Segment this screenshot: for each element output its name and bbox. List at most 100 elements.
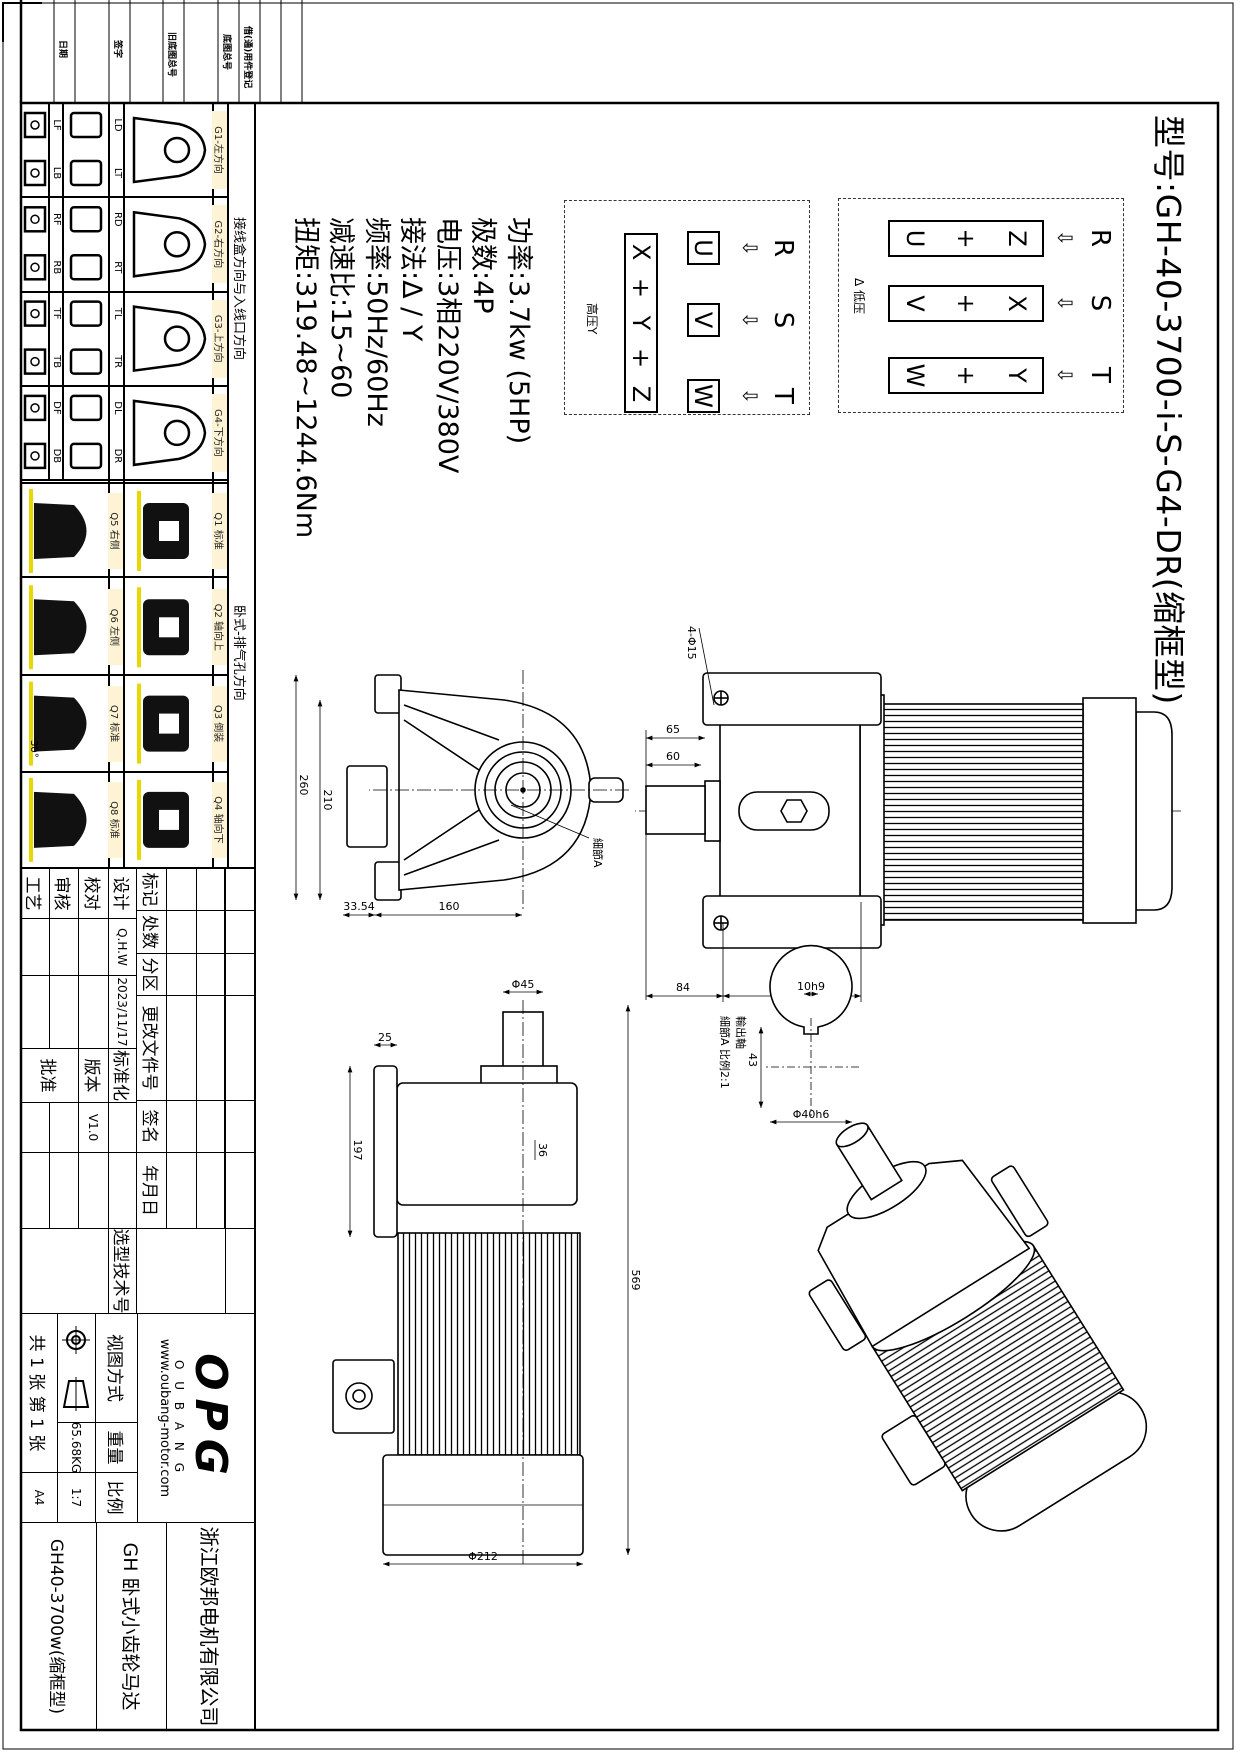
gland-mini-icon <box>30 120 40 130</box>
mount-position-label: G1-左方向 <box>212 111 227 189</box>
terminal-label: V <box>901 295 930 312</box>
mount-position-label: G4-下方向 <box>212 393 227 472</box>
motor-mini-window <box>159 521 179 541</box>
tb-empty-cell <box>224 995 255 1101</box>
tb-empty-cell <box>78 1152 109 1229</box>
front-foot-right <box>374 861 402 901</box>
shaft-collar <box>704 780 721 842</box>
top-shaft-collar <box>480 1065 558 1085</box>
tb-empty-cell <box>20 918 50 976</box>
brand-name: O U B A N G <box>172 1359 187 1477</box>
mounting-position-drawings <box>23 111 207 862</box>
tb-empty-cell <box>196 868 226 911</box>
oubang-logo: OPG <box>185 1353 237 1483</box>
tb-empty-cell <box>49 1102 79 1153</box>
tb-empty-cell <box>196 910 226 954</box>
tb-empty-cell <box>166 953 197 996</box>
motor-end-cap <box>1082 697 1137 924</box>
mount-code: DL <box>112 401 123 415</box>
spec-line: 电压:3相220V/380V <box>432 217 463 474</box>
iso-foot <box>990 1165 1049 1238</box>
terminal-label: Y <box>1002 368 1031 383</box>
wiring-terminal: W <box>687 379 720 413</box>
tb-empty-cell <box>224 910 255 954</box>
tb-empty-cell <box>20 1152 50 1229</box>
mount-code: DB <box>51 448 62 464</box>
front-foot-left <box>374 674 402 714</box>
housing-ribs <box>403 704 500 876</box>
tb-paper-size: A4 <box>20 1472 58 1523</box>
tb-view-method-label: 视图方式 <box>95 1313 138 1423</box>
tb-count-header: 处数 <box>136 910 167 954</box>
tb-approve: 批准 <box>20 1048 79 1103</box>
mounting-panel-grid <box>21 103 255 869</box>
dim-bolt-holes: 4-Φ15 <box>685 626 698 660</box>
corner-mark <box>2 2 42 42</box>
gearbox-mini-silhouette <box>34 503 87 559</box>
detail-caption-scale: 細節A 比例2:1 <box>718 1016 732 1089</box>
tb-empty-cell <box>196 953 226 996</box>
vent-position-label: Q6 左侧 <box>108 589 123 666</box>
terminal-box-mini-icon <box>69 394 103 422</box>
mount-foot-left <box>702 672 882 726</box>
spec-line: 频率:50Hz/60Hz <box>361 217 392 427</box>
arrow-down-outline-icon: ⇩ <box>1053 366 1077 384</box>
tb-empty-cell <box>166 910 197 954</box>
gearbox-mini-icon <box>132 116 207 184</box>
detail-leader <box>510 804 590 839</box>
terminal-box-mini-icon <box>23 442 47 470</box>
gearbox-mini-icon <box>132 399 207 467</box>
tb-sign-header: 签名 <box>136 1100 167 1153</box>
terminal-label: + <box>952 228 981 249</box>
tb-empty-cell <box>20 1102 50 1153</box>
gearbox-mini-icon <box>132 210 207 278</box>
dim-total-length: 569 <box>629 1270 642 1291</box>
tb-empty-cell <box>166 1100 197 1153</box>
front-view-dimensions <box>293 675 522 918</box>
mount-code: RF <box>51 212 62 226</box>
tb-selection-no-label: 选型技术号 <box>108 1228 137 1314</box>
mount-code: DR <box>112 448 123 464</box>
arrow-down-outline-icon: ⇩ <box>738 239 762 257</box>
mount-code: TL <box>112 307 123 320</box>
gearbox-mini-icon <box>132 305 207 373</box>
shaft-detail-dimensions <box>758 991 852 1125</box>
mount-foot-right <box>702 895 882 949</box>
top-motor-fins <box>397 1232 581 1456</box>
spec-line: 极数:4P <box>467 217 499 314</box>
dim-flange-thickness: 25 <box>378 1031 392 1044</box>
tb-model: GH40-3700w(缩框型) <box>20 1522 97 1731</box>
shaft-section <box>769 944 853 1035</box>
header-label-base-no: 底图总号 <box>221 34 231 71</box>
vent-position-label: Q5 右侧 <box>108 493 123 569</box>
tb-empty-cell <box>196 995 226 1101</box>
tb-product: GH 卧式小齿轮马达 <box>96 1522 167 1731</box>
tb-designer: Q.H.W <box>108 918 137 976</box>
tb-empty-cell <box>166 995 197 1101</box>
motor-mini-window <box>159 809 179 830</box>
spec-line: 功率:3.7kw (5HP) <box>503 217 534 445</box>
tb-version: V1.0 <box>78 1102 109 1153</box>
wiring-box-direction-heading: 接线盒方向与入线口方向 <box>231 217 246 361</box>
mount-code: RB <box>51 260 62 275</box>
header-label-date: 日期 <box>57 40 67 59</box>
tb-role-design: 设计 <box>108 868 137 919</box>
vent-position-label: Q2 轴向上 <box>212 589 227 666</box>
terminal-box-mini-icon <box>69 300 103 327</box>
header-label-old-base-no: 旧底图总号 <box>166 32 176 78</box>
mount-code: RD <box>112 211 123 227</box>
tb-empty-cell <box>225 1228 255 1314</box>
tb-empty-cell <box>108 1102 137 1153</box>
dim-flange-width: 197 <box>351 1140 364 1161</box>
output-shaft <box>645 785 706 835</box>
tb-empty-cell <box>196 1100 226 1153</box>
dim-key-height: 43 <box>746 1053 759 1067</box>
terminal-box-mini-icon <box>69 348 103 375</box>
spec-line: 接法:Δ / Y <box>396 217 428 342</box>
terminal-label: Y <box>627 315 655 331</box>
gland-mini-icon <box>30 403 40 413</box>
output-mini-icon <box>163 325 191 352</box>
vent-position-label: Q1 标准 <box>212 493 227 569</box>
tb-scale-label: 比例 <box>95 1472 138 1523</box>
